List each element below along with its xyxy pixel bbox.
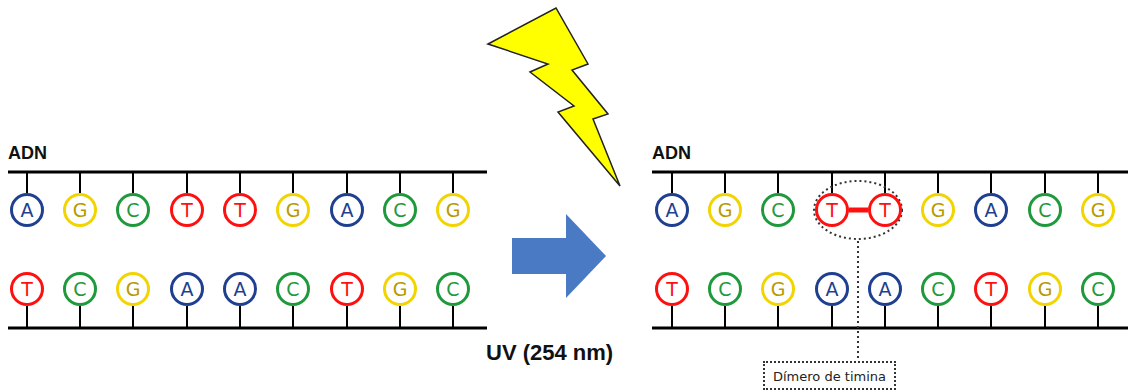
base-letter: C bbox=[931, 280, 944, 299]
base-letter: C bbox=[1091, 280, 1104, 299]
base-circle: C bbox=[116, 193, 150, 227]
base-circle: C bbox=[276, 272, 310, 306]
base-letter: C bbox=[126, 201, 139, 220]
base-letter: T bbox=[21, 280, 33, 299]
base-letter: C bbox=[1038, 201, 1051, 220]
strand-label: ADN bbox=[652, 143, 691, 164]
dimer-highlight bbox=[814, 181, 902, 239]
lightning-bolt bbox=[488, 8, 620, 186]
base-circle: C bbox=[761, 193, 795, 227]
base-letter: C bbox=[286, 280, 299, 299]
base-letter: T bbox=[341, 280, 353, 299]
base-letter: G bbox=[771, 280, 786, 299]
base-letter: G bbox=[393, 280, 408, 299]
callout-box: Dímero de timina bbox=[763, 361, 896, 390]
base-circle: C bbox=[1081, 272, 1115, 306]
base-letter: C bbox=[393, 201, 406, 220]
base-letter: T bbox=[879, 201, 891, 220]
base-letter: A bbox=[234, 280, 247, 299]
base-circle: G bbox=[116, 272, 150, 306]
base-circle: G bbox=[921, 193, 955, 227]
base-letter: C bbox=[73, 280, 86, 299]
base-sticks bbox=[27, 172, 1098, 328]
base-circle: A bbox=[974, 193, 1008, 227]
base-letter: T bbox=[826, 201, 838, 220]
base-circle: A bbox=[655, 193, 689, 227]
base-letter: C bbox=[718, 280, 731, 299]
base-circle: T bbox=[815, 193, 849, 227]
base-letter: G bbox=[126, 280, 141, 299]
base-letter: G bbox=[1091, 201, 1106, 220]
base-letter: A bbox=[826, 280, 839, 299]
base-circle: A bbox=[815, 272, 849, 306]
base-circle: G bbox=[761, 272, 795, 306]
base-letter: A bbox=[985, 201, 998, 220]
base-circle: G bbox=[63, 193, 97, 227]
base-circle: T bbox=[170, 193, 204, 227]
base-letter: A bbox=[181, 280, 194, 299]
base-circle: C bbox=[63, 272, 97, 306]
base-circle: G bbox=[383, 272, 417, 306]
dimer-bond bbox=[849, 208, 868, 213]
strand-label: ADN bbox=[8, 143, 47, 164]
base-circle: G bbox=[708, 193, 742, 227]
base-circle: A bbox=[10, 193, 44, 227]
base-circle: T bbox=[655, 272, 689, 306]
base-circle: T bbox=[330, 272, 364, 306]
base-circle: C bbox=[921, 272, 955, 306]
callout-text: Dímero de timina bbox=[773, 369, 886, 384]
base-circle: T bbox=[868, 193, 902, 227]
base-letter: T bbox=[666, 280, 678, 299]
base-letter: G bbox=[73, 201, 88, 220]
base-letter: T bbox=[234, 201, 246, 220]
base-letter: A bbox=[21, 201, 34, 220]
base-letter: G bbox=[718, 201, 733, 220]
base-circle: C bbox=[383, 193, 417, 227]
base-circle: A bbox=[868, 272, 902, 306]
base-letter: T bbox=[181, 201, 193, 220]
radiation-label: UV (254 nm) bbox=[486, 340, 613, 366]
base-circle: G bbox=[1028, 272, 1062, 306]
base-circle: T bbox=[974, 272, 1008, 306]
base-letter: C bbox=[446, 280, 459, 299]
base-letter: C bbox=[771, 201, 784, 220]
base-circle: C bbox=[708, 272, 742, 306]
dna-backbone bbox=[652, 327, 1128, 330]
base-circle: G bbox=[276, 193, 310, 227]
base-letter: A bbox=[666, 201, 679, 220]
base-circle: G bbox=[1081, 193, 1115, 227]
base-letter: T bbox=[985, 280, 997, 299]
base-circle: A bbox=[223, 272, 257, 306]
leader-line bbox=[857, 241, 859, 363]
dna-backbone bbox=[652, 171, 1128, 174]
base-letter: G bbox=[1038, 280, 1053, 299]
base-letter: G bbox=[931, 201, 946, 220]
base-letter: G bbox=[286, 201, 301, 220]
base-letter: A bbox=[879, 280, 892, 299]
base-circle: G bbox=[436, 193, 470, 227]
base-circle: T bbox=[10, 272, 44, 306]
base-circle: C bbox=[436, 272, 470, 306]
base-letter: A bbox=[341, 201, 354, 220]
process-arrow bbox=[512, 214, 606, 298]
base-circle: A bbox=[330, 193, 364, 227]
base-circle: T bbox=[223, 193, 257, 227]
base-circle: A bbox=[170, 272, 204, 306]
base-letter: G bbox=[446, 201, 461, 220]
base-circle: C bbox=[1028, 193, 1062, 227]
